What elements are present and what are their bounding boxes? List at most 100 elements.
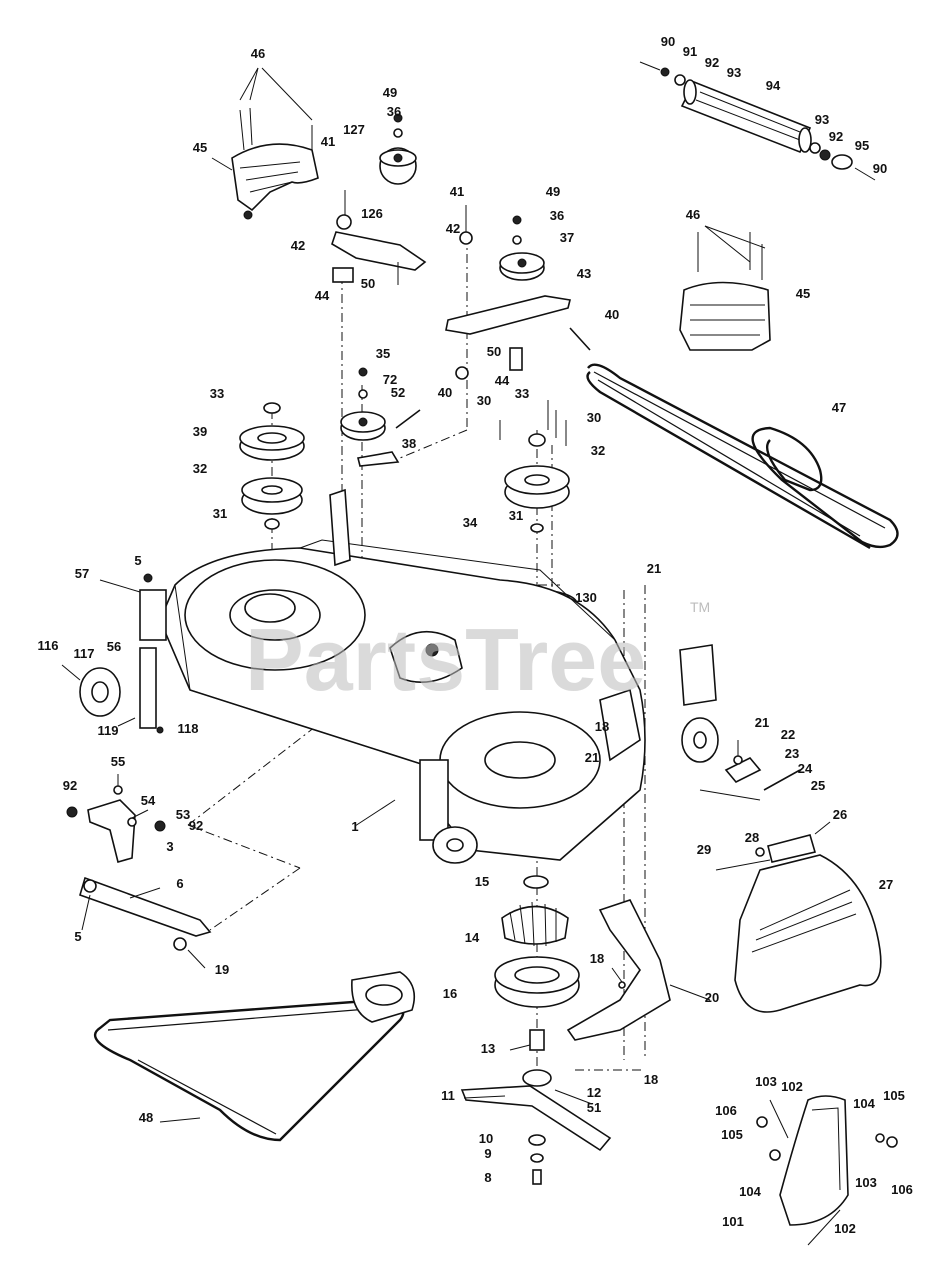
callout-105: 105 [721, 1127, 743, 1142]
callout-3: 3 [166, 839, 173, 854]
callout-1: 1 [351, 819, 358, 834]
callout-54: 54 [141, 793, 156, 808]
watermark: PartsTree [245, 610, 646, 709]
shield-101 [756, 1095, 898, 1246]
callout-119: 119 [98, 723, 119, 738]
pulley-stack-left [239, 402, 305, 530]
callout-32: 32 [193, 461, 207, 476]
callout-41: 41 [450, 184, 464, 199]
callout-35: 35 [376, 346, 390, 361]
callout-106: 106 [715, 1103, 737, 1118]
callout-5: 5 [134, 553, 141, 568]
callout-102: 102 [781, 1079, 803, 1094]
callout-93: 93 [815, 112, 829, 127]
callout-51: 51 [587, 1100, 601, 1115]
callout-34: 34 [463, 515, 478, 530]
callout-117: 117 [74, 646, 95, 661]
callout-46: 46 [686, 207, 700, 222]
callout-6: 6 [176, 876, 183, 891]
callout-55: 55 [111, 754, 125, 769]
callout-36: 36 [550, 208, 564, 223]
callout-46: 46 [251, 46, 265, 61]
callout-118: 118 [178, 721, 199, 736]
callout-57: 57 [75, 566, 89, 581]
callout-49: 49 [546, 184, 560, 199]
callout-30: 30 [477, 393, 491, 408]
callout-25: 25 [811, 778, 825, 793]
callout-18: 18 [595, 719, 609, 734]
callout-22: 22 [781, 727, 795, 742]
callout-39: 39 [193, 424, 207, 439]
callout-56: 56 [107, 639, 121, 654]
callout-15: 15 [475, 874, 489, 889]
callout-49: 49 [383, 85, 397, 100]
callout-42: 42 [446, 221, 460, 236]
callout-31: 31 [509, 508, 523, 523]
callout-26: 26 [833, 807, 847, 822]
callout-11: 11 [441, 1088, 455, 1103]
callout-50: 50 [361, 276, 375, 291]
callout-106: 106 [891, 1182, 913, 1197]
callout-14: 14 [465, 930, 480, 945]
callout-90: 90 [661, 34, 675, 49]
callout-104: 104 [739, 1184, 761, 1199]
callout-52: 52 [391, 385, 405, 400]
callout-93: 93 [727, 65, 741, 80]
callout-95: 95 [855, 138, 869, 153]
belt-47 [586, 363, 899, 550]
callout-20: 20 [705, 990, 719, 1005]
mower-deck-1 [139, 488, 719, 864]
callout-116: 116 [38, 638, 59, 653]
spindle-assembly [494, 875, 580, 1051]
callout-47: 47 [832, 400, 846, 415]
lift-link-3 [66, 774, 212, 969]
callout-12: 12 [587, 1085, 601, 1100]
callout-33: 33 [210, 386, 224, 401]
callout-92: 92 [829, 129, 843, 144]
callout-43: 43 [577, 266, 591, 281]
callout-53: 53 [176, 807, 190, 822]
callout-16: 16 [443, 986, 457, 1001]
callout-33: 33 [515, 386, 529, 401]
callout-29: 29 [697, 842, 711, 857]
callout-104: 104 [853, 1096, 875, 1111]
callout-40: 40 [438, 385, 452, 400]
callout-91: 91 [683, 44, 697, 59]
callout-31: 31 [213, 506, 227, 521]
callout-103: 103 [755, 1074, 777, 1089]
callout-5: 5 [74, 929, 81, 944]
callout-27: 27 [879, 877, 893, 892]
callout-18: 18 [644, 1072, 658, 1087]
callout-92: 92 [63, 778, 77, 793]
gauge-wheel-117 [61, 573, 164, 734]
callout-94: 94 [766, 78, 781, 93]
callout-13: 13 [481, 1041, 495, 1056]
callout-130: 130 [575, 590, 597, 605]
callout-42: 42 [291, 238, 305, 253]
blade-11 [460, 1069, 612, 1185]
callout-10: 10 [479, 1131, 493, 1146]
idler-arm-126 [331, 113, 427, 285]
callout-28: 28 [745, 830, 759, 845]
callout-127: 127 [343, 122, 365, 137]
idler-pivot-22 [699, 740, 801, 801]
callout-9: 9 [484, 1146, 491, 1161]
callout-23: 23 [785, 746, 799, 761]
callout-45: 45 [193, 140, 207, 155]
callout-21: 21 [585, 750, 599, 765]
watermark-tm: TM [690, 599, 710, 615]
callout-44: 44 [315, 288, 330, 303]
callout-101: 101 [722, 1214, 744, 1229]
callout-21: 21 [755, 715, 769, 730]
callout-8: 8 [484, 1170, 491, 1185]
belt-48 [93, 971, 416, 1142]
callout-18: 18 [590, 951, 604, 966]
callout-21: 21 [647, 561, 661, 576]
callout-41: 41 [321, 134, 335, 149]
baffle-20 [566, 899, 711, 1041]
callout-90: 90 [873, 161, 887, 176]
callout-126: 126 [361, 206, 383, 221]
callout-102: 102 [834, 1221, 856, 1236]
callout-30: 30 [587, 410, 601, 425]
